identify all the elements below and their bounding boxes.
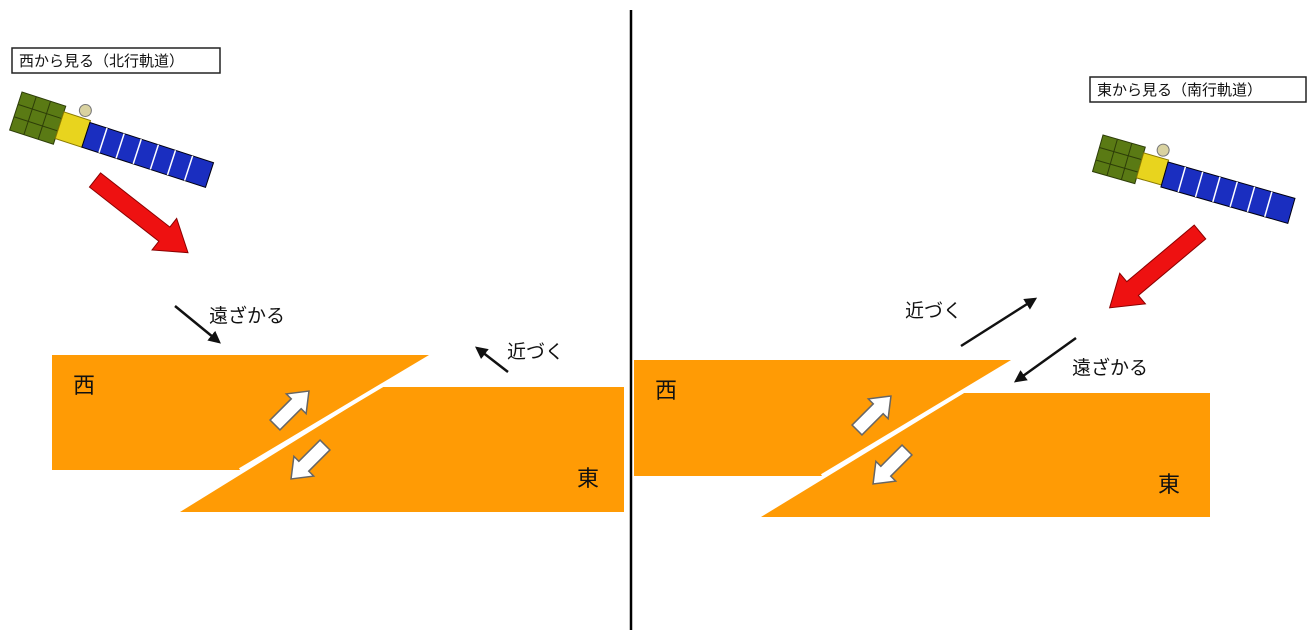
east-block bbox=[180, 387, 624, 512]
receding-arrow bbox=[1013, 336, 1077, 383]
slip-arrow-down bbox=[290, 438, 332, 480]
left-panel: 西から見る（北行軌道） bbox=[9, 47, 624, 512]
east-label: 東 bbox=[577, 467, 599, 492]
fault-line bbox=[238, 353, 435, 472]
right-panel: 東から見る（南行軌道） bbox=[634, 76, 1307, 517]
satellite-icon bbox=[1091, 134, 1296, 224]
radar-beam-arrow bbox=[1108, 224, 1207, 309]
slip-arrow-up bbox=[268, 390, 310, 432]
approaching-arrow bbox=[960, 297, 1038, 348]
right-title-box bbox=[1089, 76, 1307, 103]
left-title: 西から見る（北行軌道） bbox=[19, 52, 184, 70]
slip-arrow-up bbox=[850, 395, 892, 437]
approaching-arrow bbox=[475, 346, 509, 373]
east-label: 東 bbox=[1158, 473, 1180, 498]
receding-arrow bbox=[174, 305, 221, 344]
slip-arrow-down bbox=[872, 443, 914, 485]
fault-line bbox=[820, 358, 1017, 478]
west-label: 西 bbox=[73, 374, 95, 399]
approaching-label: 近づく bbox=[507, 341, 564, 363]
right-title: 東から見る（南行軌道） bbox=[1097, 81, 1262, 99]
left-title-box bbox=[11, 47, 221, 74]
west-block bbox=[52, 355, 433, 470]
receding-label: 遠ざかる bbox=[1072, 356, 1148, 379]
west-label: 西 bbox=[655, 379, 677, 404]
satellite-icon bbox=[9, 91, 215, 189]
approaching-label: 近づく bbox=[905, 300, 962, 322]
east-block bbox=[761, 393, 1210, 517]
west-block bbox=[634, 360, 1015, 476]
radar-beam-arrow bbox=[88, 172, 189, 254]
receding-label: 遠ざかる bbox=[209, 304, 285, 327]
